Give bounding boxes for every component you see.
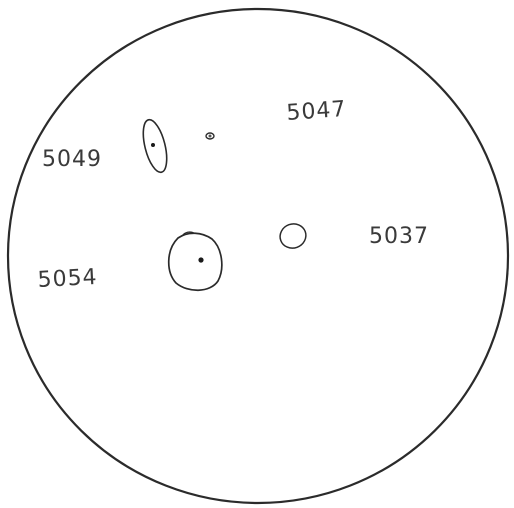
sunspot-right [277,220,310,251]
label-5047: 5047 [286,97,348,126]
sunspot-large [169,232,222,290]
label-5054: 5054 [37,265,98,293]
sunspot-small-pore [206,133,214,139]
solar-disc-outline [8,9,508,503]
sunspot-elongated [139,117,171,174]
label-5049: 5049 [42,147,102,172]
label-5037: 5037 [369,224,429,249]
